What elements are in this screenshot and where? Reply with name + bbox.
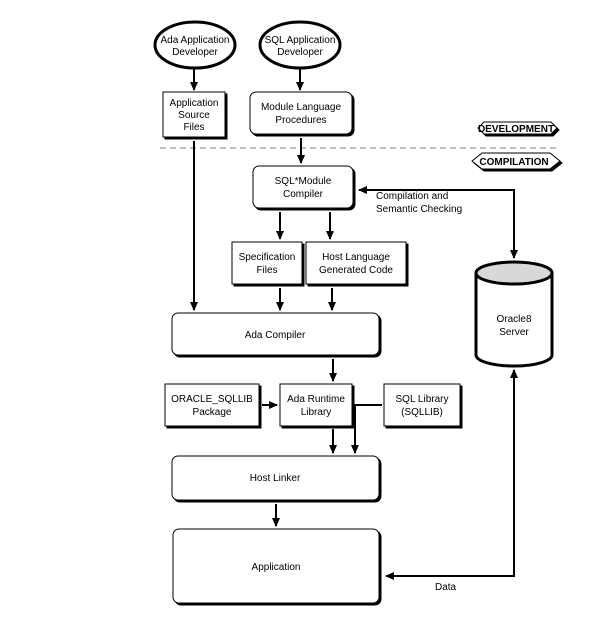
svg-text:Developer: Developer: [172, 47, 218, 58]
svg-text:Application: Application: [252, 562, 301, 573]
svg-text:Oracle8: Oracle8: [496, 314, 531, 325]
svg-text:Ada Application: Ada Application: [161, 35, 230, 46]
svg-text:Developer: Developer: [277, 47, 323, 58]
svg-text:Specification: Specification: [239, 252, 296, 263]
compilation-phase-tag: COMPILATION: [471, 152, 561, 170]
svg-text:Package: Package: [193, 407, 232, 418]
sqlmodule-compiler-node: SQL*Module Compiler: [252, 165, 354, 209]
application-source-files-node: Application Source Files: [162, 91, 226, 138]
svg-text:Files: Files: [183, 122, 204, 133]
ada-developer-node: Ada Application Developer: [153, 20, 237, 70]
svg-text:Compiler: Compiler: [283, 189, 324, 200]
svg-text:Procedures: Procedures: [275, 115, 326, 126]
data-label: Data: [435, 582, 457, 593]
svg-text:Ada Runtime: Ada Runtime: [287, 394, 345, 405]
svg-text:Application: Application: [170, 98, 219, 109]
development-phase-tag: DEVELOPMENT: [477, 121, 558, 135]
compilation-checking-label-2: Semantic Checking: [376, 204, 462, 215]
svg-text:ORACLE_SQLLIB: ORACLE_SQLLIB: [171, 394, 253, 405]
svg-text:Host Language: Host Language: [322, 252, 390, 263]
application-node: Application: [172, 528, 380, 604]
svg-text:SQL Application: SQL Application: [265, 35, 336, 46]
svg-text:Library: Library: [301, 407, 332, 418]
sql-developer-node: SQL Application Developer: [258, 20, 342, 70]
specification-files-node: Specification Files: [231, 241, 303, 285]
host-linker-node: Host Linker: [171, 455, 380, 501]
svg-text:COMPILATION: COMPILATION: [479, 157, 548, 168]
ada-compiler-node: Ada Compiler: [171, 312, 380, 356]
svg-text:Ada Compiler: Ada Compiler: [245, 330, 306, 341]
svg-text:Files: Files: [256, 265, 277, 276]
oracle8-server-node: Oracle8 Server: [474, 260, 554, 368]
oracle-sqllib-package-node: ORACLE_SQLLIB Package: [164, 383, 260, 427]
ada-runtime-library-node: Ada Runtime Library: [279, 383, 353, 427]
svg-text:Source: Source: [178, 110, 210, 121]
host-language-generated-code-node: Host Language Generated Code: [305, 241, 407, 285]
svg-text:DEVELOPMENT: DEVELOPMENT: [478, 124, 554, 135]
svg-text:Server: Server: [499, 327, 529, 338]
svg-text:Generated Code: Generated Code: [319, 265, 393, 276]
svg-text:SQL*Module: SQL*Module: [275, 176, 332, 187]
compilation-checking-label: Compilation and: [376, 191, 448, 202]
arrow-server-to-application: [385, 373, 515, 580]
module-language-procedures-node: Module Language Procedures: [249, 91, 353, 135]
sql-library-node: SQL Library (SQLLIB): [383, 383, 461, 427]
svg-text:(SQLLIB): (SQLLIB): [401, 407, 443, 418]
arrow-sqllibrary-to-linker: [351, 404, 382, 454]
svg-text:Host Linker: Host Linker: [250, 473, 301, 484]
svg-text:SQL Library: SQL Library: [396, 394, 449, 405]
svg-text:Module Language: Module Language: [261, 102, 342, 113]
